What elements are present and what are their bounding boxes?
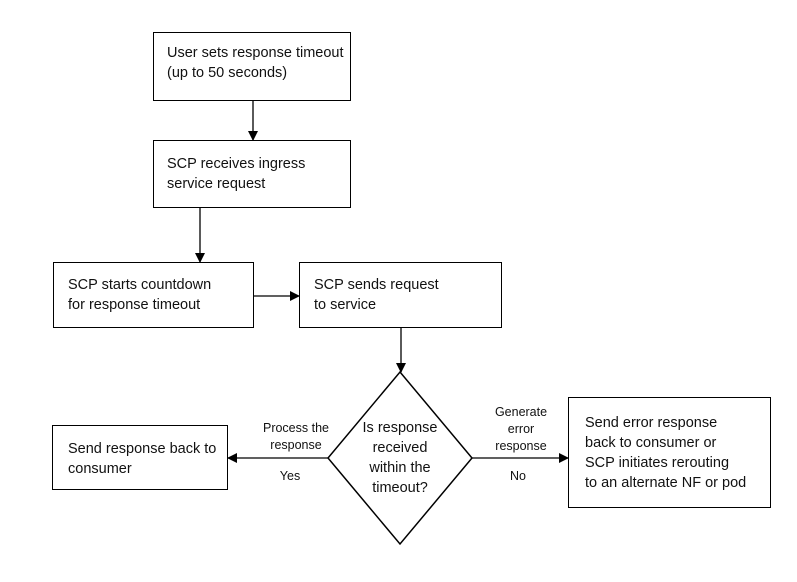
edge-label-no: No: [510, 469, 526, 483]
step-send-request: [299, 262, 502, 328]
edge-label-yes: Yes: [279, 469, 301, 483]
decision-diamond: [327, 370, 473, 546]
step-receive-request: [153, 140, 351, 208]
step-error-response: [568, 397, 771, 508]
decision-text: Is response received within the timeout?: [362, 420, 438, 496]
edge-label-process: Process the response: [262, 421, 329, 452]
step-start-countdown-text: SCP starts countdown for response timeou…: [68, 277, 212, 313]
step-set-timeout-text: User sets response timeout (up to 50 sec…: [167, 45, 344, 81]
step-error-response-text: Send error response back to consumer or …: [585, 415, 747, 491]
step-send-response: [52, 425, 228, 490]
step-start-countdown: [53, 262, 254, 328]
step-set-timeout: [153, 32, 351, 101]
step-receive-request-text: SCP receives ingress service request: [167, 156, 306, 192]
step-send-request-text: SCP sends request to service: [314, 277, 439, 313]
step-send-response-text: Send response back to consumer: [68, 441, 217, 477]
edge-label-generate: Generate error response: [494, 405, 548, 453]
